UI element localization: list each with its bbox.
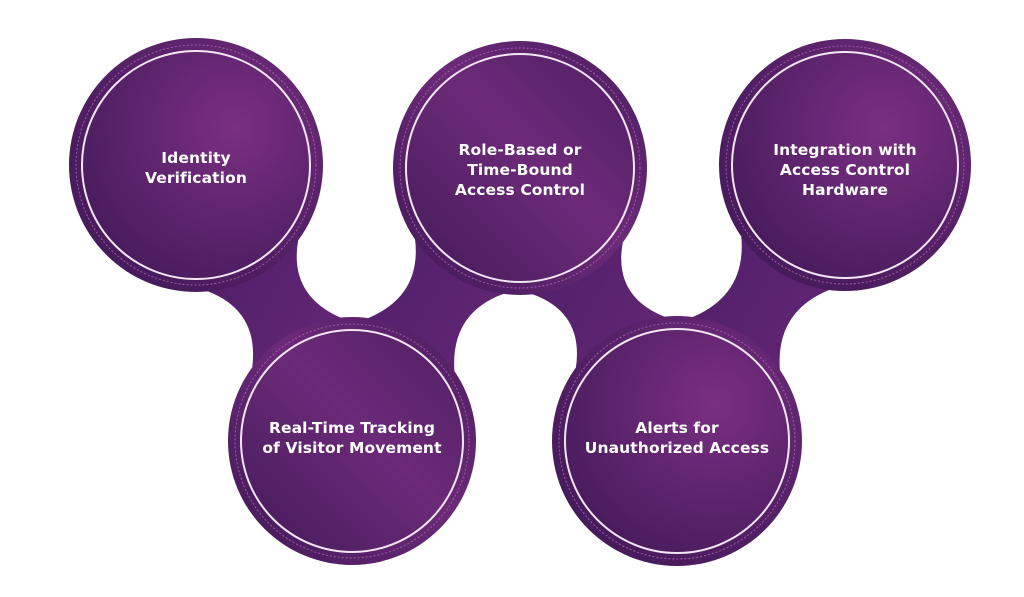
node-integration — [719, 39, 971, 291]
label-line: of Visitor Movement — [262, 439, 442, 457]
label-line: Time-Bound — [467, 161, 573, 179]
label-line: Access Control — [454, 181, 586, 199]
label-line: Unauthorized Access — [584, 439, 770, 457]
inner-ring — [564, 328, 790, 554]
label-line: Hardware — [802, 181, 888, 199]
node-circle — [228, 317, 476, 565]
node-label-tracking: Real-Time Tracking of Visitor Movement — [262, 418, 441, 458]
inner-ring — [81, 50, 311, 280]
label-line: Alerts for — [635, 419, 719, 437]
dashed-ring — [234, 323, 470, 559]
node-circle — [552, 316, 802, 566]
dashed-ring — [399, 47, 641, 289]
node-circle — [393, 41, 647, 295]
dashed-ring — [75, 44, 317, 286]
node-role — [393, 41, 647, 295]
node-tracking — [228, 317, 476, 565]
label-line: Verification — [145, 169, 247, 187]
inner-ring — [731, 51, 959, 279]
dashed-ring — [725, 45, 965, 285]
label-line: Integration with — [773, 141, 917, 159]
nodes — [69, 38, 971, 566]
node-circle — [719, 39, 971, 291]
node-identity — [69, 38, 323, 292]
label-line: Access Control — [779, 161, 911, 179]
label-line: Real-Time Tracking — [268, 419, 436, 437]
label-line: Role-Based or — [458, 141, 582, 159]
dashed-ring — [558, 322, 796, 560]
node-circle — [69, 38, 323, 292]
label-line: Identity — [161, 149, 231, 167]
node-alerts — [552, 316, 802, 566]
inner-ring — [240, 329, 464, 553]
inner-ring — [405, 53, 635, 283]
